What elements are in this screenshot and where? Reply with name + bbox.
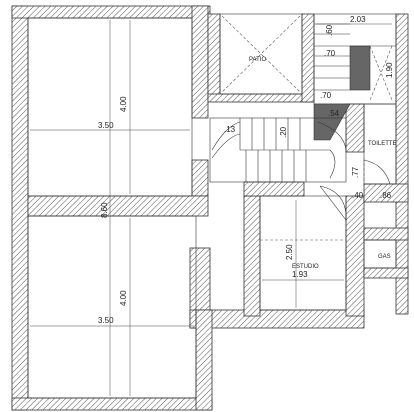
dim-77: .77 xyxy=(351,166,360,178)
dim-86: .86 xyxy=(380,191,392,200)
estudio-area xyxy=(259,195,347,311)
wall-top-left xyxy=(11,5,211,19)
wall-left-outer xyxy=(11,5,29,411)
dim-13: .13 xyxy=(224,125,236,134)
dim-20: .20 xyxy=(279,126,288,138)
dim-top-width: 3.50 xyxy=(98,121,114,130)
wall-bottom xyxy=(11,397,213,411)
door-swing-estudio xyxy=(319,185,347,223)
wall-estudio-right xyxy=(345,195,365,317)
dim-total-height: 8.60 xyxy=(100,202,109,218)
dim-top-height: 4.00 xyxy=(119,96,128,112)
gas-area xyxy=(363,239,397,269)
wall-patio-bottom xyxy=(207,93,315,103)
dim-estudio-width: 1.93 xyxy=(292,270,308,279)
wall-patio-right xyxy=(301,13,315,103)
doors xyxy=(319,158,391,223)
room-bottom-left xyxy=(27,215,197,399)
dim-estudio-height: 2.50 xyxy=(285,244,294,260)
door-swing-toilette xyxy=(363,159,391,185)
wall-gas-bottom xyxy=(363,267,409,279)
wall-lower-notch xyxy=(189,309,365,329)
wall-gas-top xyxy=(363,227,409,241)
wall-estudio-top xyxy=(243,181,305,197)
labels: PATIO TOILETTE ESTUDIO GAS 3.50 4.00 8.6… xyxy=(98,15,397,325)
stair-void xyxy=(349,45,371,91)
patio-area xyxy=(219,13,303,95)
walls xyxy=(11,5,409,411)
dim-stair-top: 2.03 xyxy=(350,15,366,24)
wall-right-upper xyxy=(191,5,209,119)
dim-1-90: 1.90 xyxy=(385,62,394,78)
wall-estudio-left xyxy=(243,195,261,317)
wall-patio-left xyxy=(207,13,221,101)
dimension-lines xyxy=(30,20,392,396)
dim-bottom-height: 4.00 xyxy=(119,290,128,306)
label-estudio: ESTUDIO xyxy=(292,264,319,270)
wall-toilette-mid xyxy=(345,103,365,153)
label-patio: PATIO xyxy=(249,57,266,63)
patio-cross xyxy=(221,15,301,93)
dim-40: .40 xyxy=(352,191,364,200)
dim-70-a: .70 xyxy=(324,49,336,58)
wall-right-mid-upper xyxy=(191,159,209,197)
wall-middle xyxy=(27,195,209,217)
label-toilette: TOILETTE xyxy=(368,141,397,147)
label-gas: GAS xyxy=(378,254,391,260)
dim-60: .60 xyxy=(325,24,334,36)
dim-54: .54 xyxy=(328,109,340,118)
dim-70-b: .70 xyxy=(320,91,332,100)
wall-bottom-right xyxy=(195,309,213,411)
dim-bottom-width: 3.50 xyxy=(98,316,114,325)
stair-landing-dark xyxy=(313,103,351,141)
